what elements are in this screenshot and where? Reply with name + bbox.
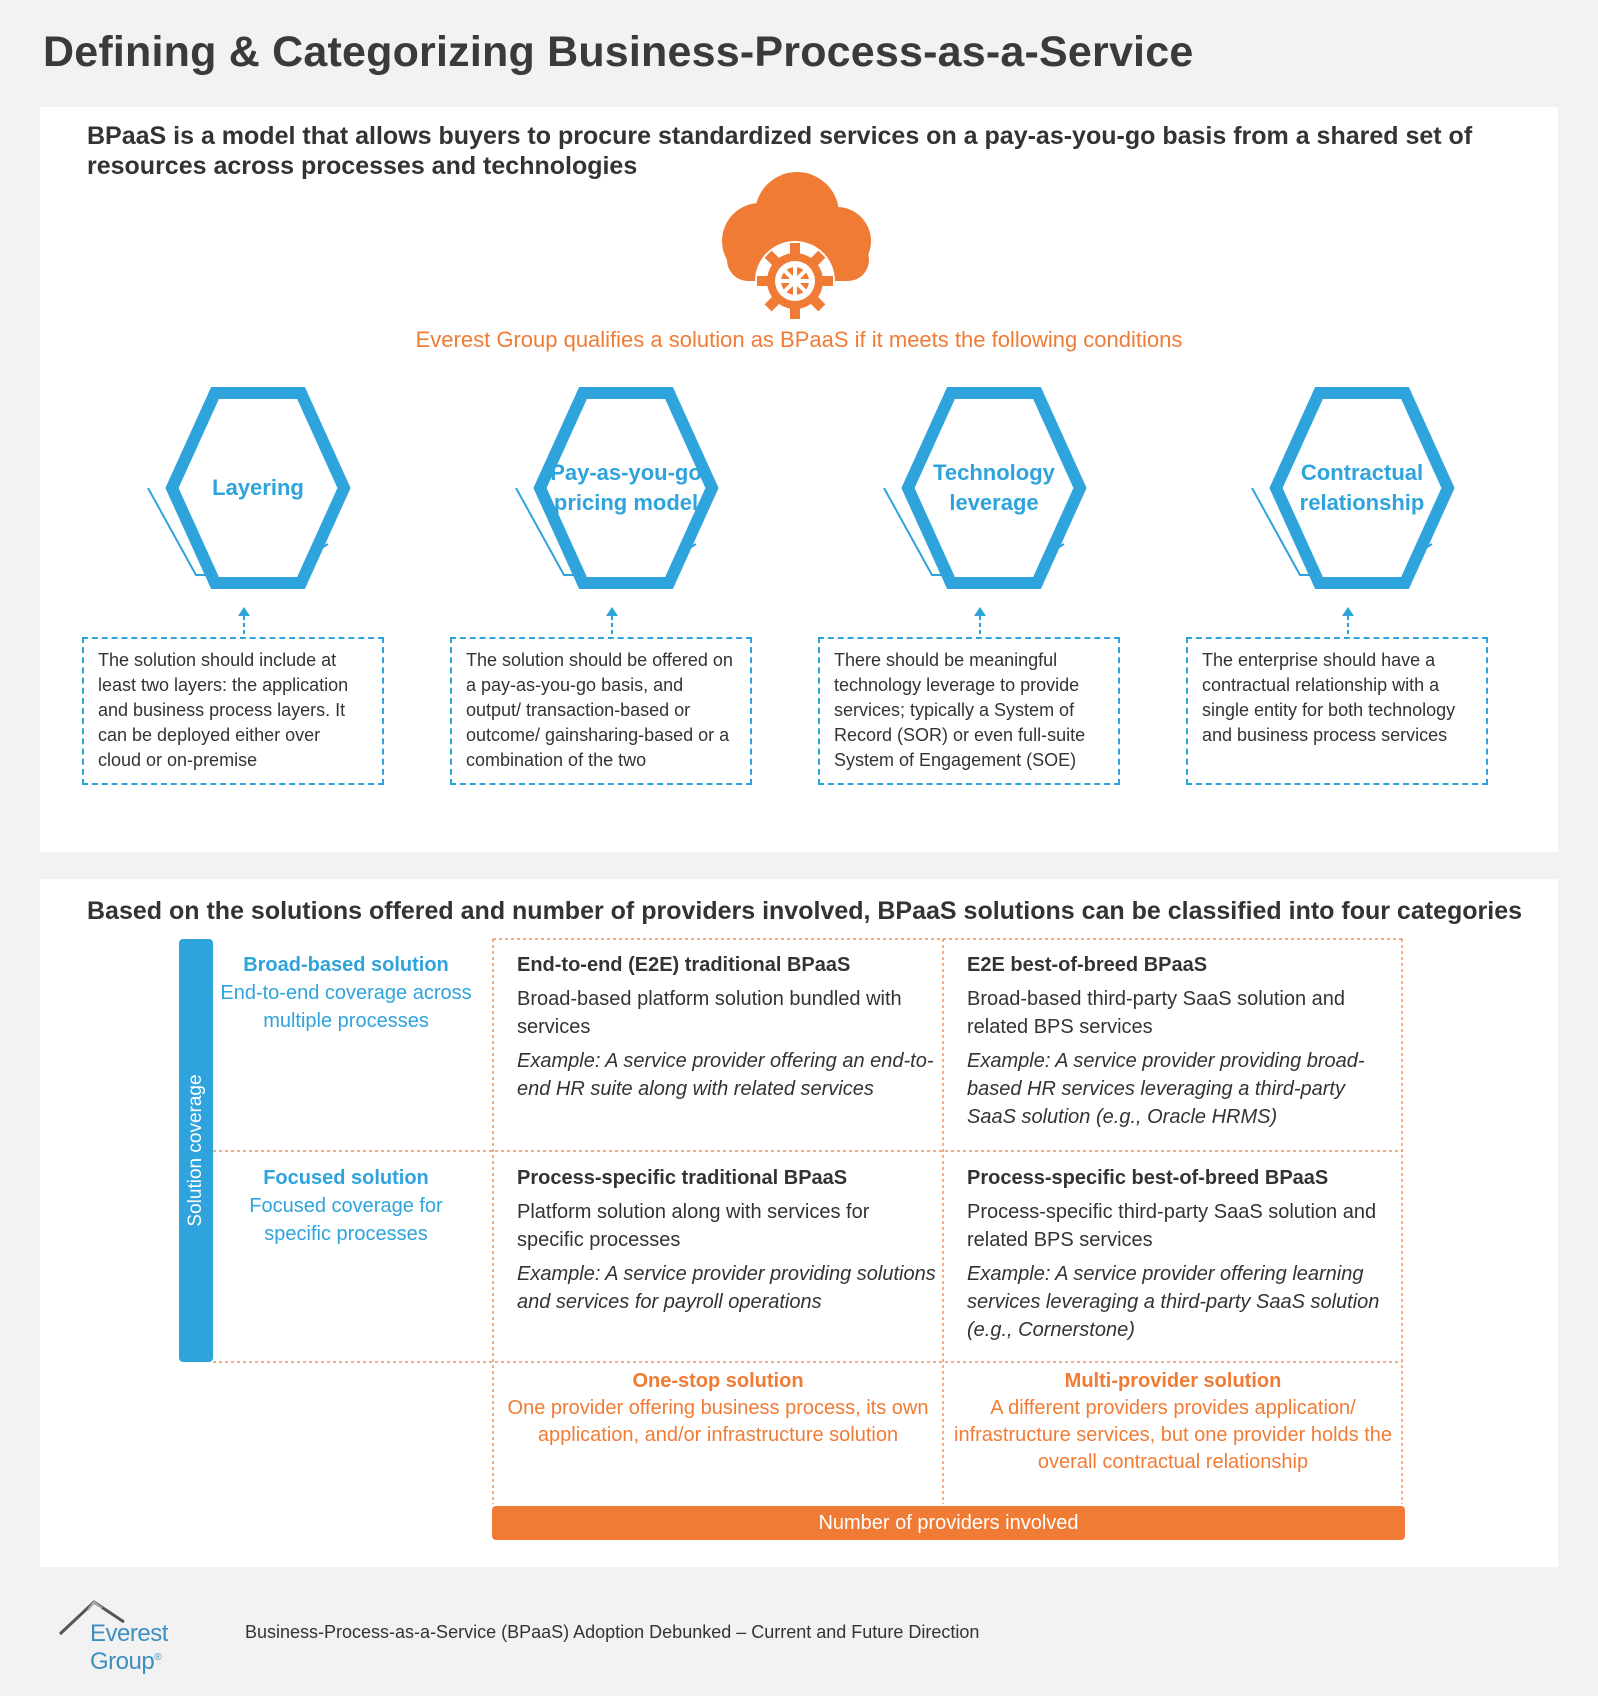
hexagon-icon (147, 387, 351, 589)
y-axis-label: Solution coverage (185, 1074, 206, 1227)
classify-text: Based on the solutions offered and numbe… (87, 897, 1522, 925)
cell-title: Process-specific traditional BPaaS (517, 1167, 848, 1189)
cell-example: Example: A service provider offering an … (517, 1050, 934, 1100)
cell-title: E2E best-of-breed BPaaS (967, 954, 1208, 976)
cell-title: End-to-end (E2E) traditional BPaaS (517, 954, 851, 976)
arrow-up-icon (974, 607, 986, 637)
row-header-broad: Broad-based solution End-to-end coverage… (215, 951, 477, 1035)
footer-text: Business-Process-as-a-Service (BPaaS) Ad… (245, 1622, 980, 1642)
condition-label: Technology leverage (933, 460, 1055, 515)
condition-technology: Technology leverage (844, 385, 1104, 605)
column-title: Multi-provider solution (1064, 1370, 1282, 1392)
qualify-text: Everest Group qualifies a solution as BP… (415, 327, 1183, 352)
column-header-multi-provider: Multi-provider solution A different prov… (953, 1368, 1393, 1476)
condition-layering: Layering (108, 385, 368, 605)
y-axis-bar: Solution coverage (179, 939, 213, 1362)
logo-text: Everest Group® (90, 1620, 168, 1675)
condition-description: The solution should be offered on a pay-… (450, 637, 752, 785)
cell-title: Process-specific best-of-breed BPaaS (967, 1167, 1329, 1189)
matrix-cell: Process-specific best-of-breed BPaaS Pro… (967, 1164, 1387, 1344)
cell-desc: Broad-based third-party SaaS solution an… (967, 988, 1346, 1038)
row-desc: Focused coverage for specific processes (249, 1195, 443, 1245)
definition-panel: BPaaS is a model that allows buyers to p… (40, 107, 1558, 852)
matrix-cell: Process-specific traditional BPaaS Platf… (517, 1164, 937, 1316)
condition-label: Layering (212, 475, 304, 500)
x-axis-label: Number of providers involved (492, 1506, 1405, 1540)
row-title: Focused solution (263, 1167, 429, 1189)
column-desc: One provider offering business process, … (507, 1397, 929, 1446)
hexagon-icon (515, 387, 719, 589)
condition-label: Contractual relationship (1299, 460, 1425, 515)
row-header-focused: Focused solution Focused coverage for sp… (215, 1164, 477, 1248)
classification-panel: Based on the solutions offered and numbe… (40, 879, 1558, 1567)
row-desc: End-to-end coverage across multiple proc… (220, 982, 472, 1032)
matrix-grid (213, 938, 1403, 1504)
matrix-cell: E2E best-of-breed BPaaS Broad-based thir… (967, 951, 1387, 1131)
cell-example: Example: A service provider offering lea… (967, 1263, 1380, 1341)
condition-pricing: Pay-as-you-go pricing model (476, 385, 736, 605)
arrow-up-icon (238, 607, 250, 637)
condition-contractual: Contractual relationship (1212, 385, 1472, 605)
arrow-up-icon (1342, 607, 1354, 637)
condition-description: The solution should include at least two… (82, 637, 384, 785)
cloud-gear-icon (722, 172, 871, 319)
intro-text: BPaaS is a model that allows buyers to p… (87, 122, 1473, 180)
cell-desc: Platform solution along with services fo… (517, 1201, 870, 1251)
cell-example: Example: A service provider providing so… (517, 1263, 936, 1313)
hexagon-icon (1251, 387, 1455, 589)
cell-desc: Process-specific third-party SaaS soluti… (967, 1201, 1377, 1251)
everest-group-logo: Everest Group® (58, 1598, 238, 1675)
condition-label: Pay-as-you-go pricing model (550, 460, 702, 515)
column-header-one-stop: One-stop solution One provider offering … (498, 1368, 938, 1449)
condition-description: There should be meaningful technology le… (818, 637, 1120, 785)
everest-mountain-icon (58, 1600, 125, 1636)
condition-description: The enterprise should have a contractual… (1186, 637, 1488, 785)
page-title: Defining & Categorizing Business-Process… (43, 28, 1194, 76)
column-title: One-stop solution (632, 1370, 804, 1392)
column-desc: A different providers provides applicati… (954, 1397, 1392, 1473)
matrix-cell: End-to-end (E2E) traditional BPaaS Broad… (517, 951, 937, 1103)
row-title: Broad-based solution (243, 954, 449, 976)
hexagon-icon (883, 387, 1087, 589)
arrow-up-icon (606, 607, 618, 637)
cell-desc: Broad-based platform solution bundled wi… (517, 988, 902, 1038)
cell-example: Example: A service provider providing br… (967, 1050, 1365, 1128)
